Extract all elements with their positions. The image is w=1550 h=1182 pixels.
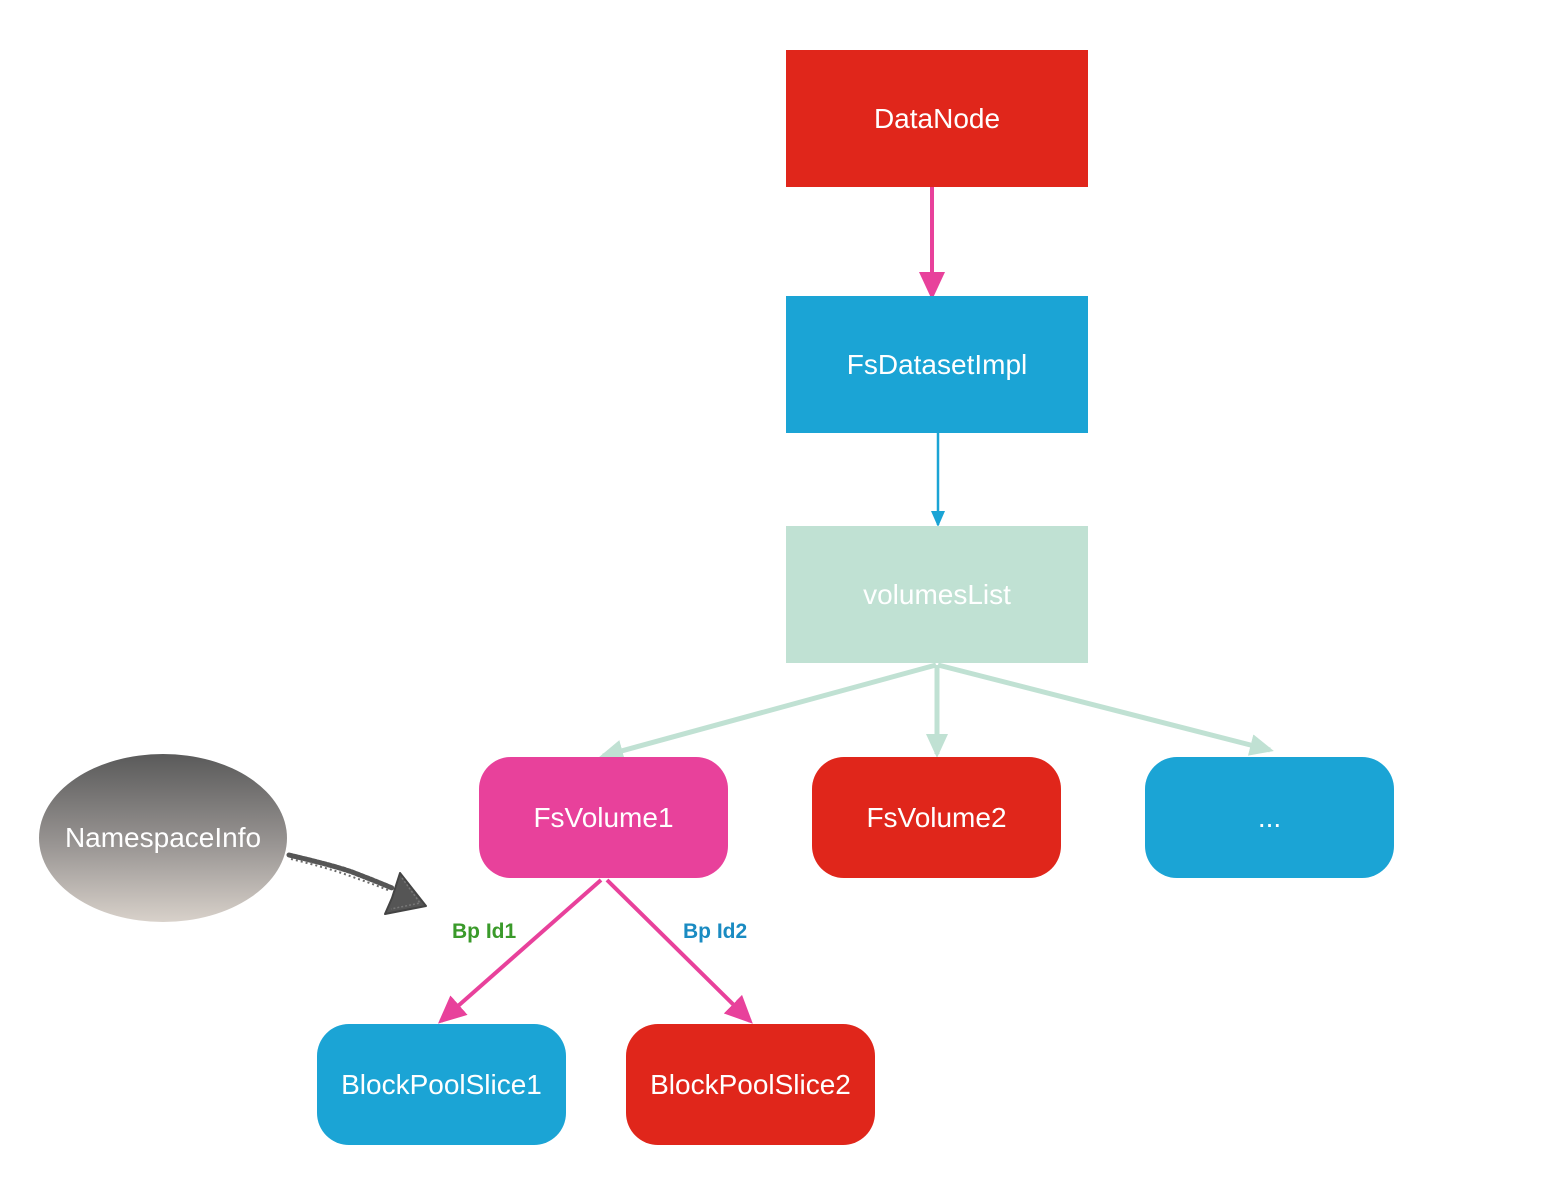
more-volumes-node: ... [1145, 757, 1394, 878]
edge-label-bp-id2: Bp Id2 [683, 920, 748, 943]
datanode-node: DataNode [786, 50, 1088, 187]
blockpoolslice2-node: BlockPoolSlice2 [626, 1024, 875, 1145]
fsvolume1-node: FsVolume1 [479, 757, 728, 878]
namespaceinfo-node: NamespaceInfo [39, 754, 287, 922]
edge-fsvolume1-bps1 [437, 878, 603, 1024]
namespace-sketch-arrow [286, 852, 427, 915]
blockpoolslice1-node: BlockPoolSlice1 [317, 1024, 566, 1145]
edge-volumes-more [937, 662, 1274, 756]
edge-volumes-fsvolume1 [599, 662, 937, 762]
volumeslist-node: volumesList [786, 526, 1088, 663]
edge-label-bp-id1: Bp Id1 [452, 920, 517, 943]
fsvolume2-node: FsVolume2 [812, 757, 1061, 878]
edge-fsvolume1-bps2 [605, 878, 753, 1024]
fsdatasetimpl-node: FsDatasetImpl [786, 296, 1088, 433]
